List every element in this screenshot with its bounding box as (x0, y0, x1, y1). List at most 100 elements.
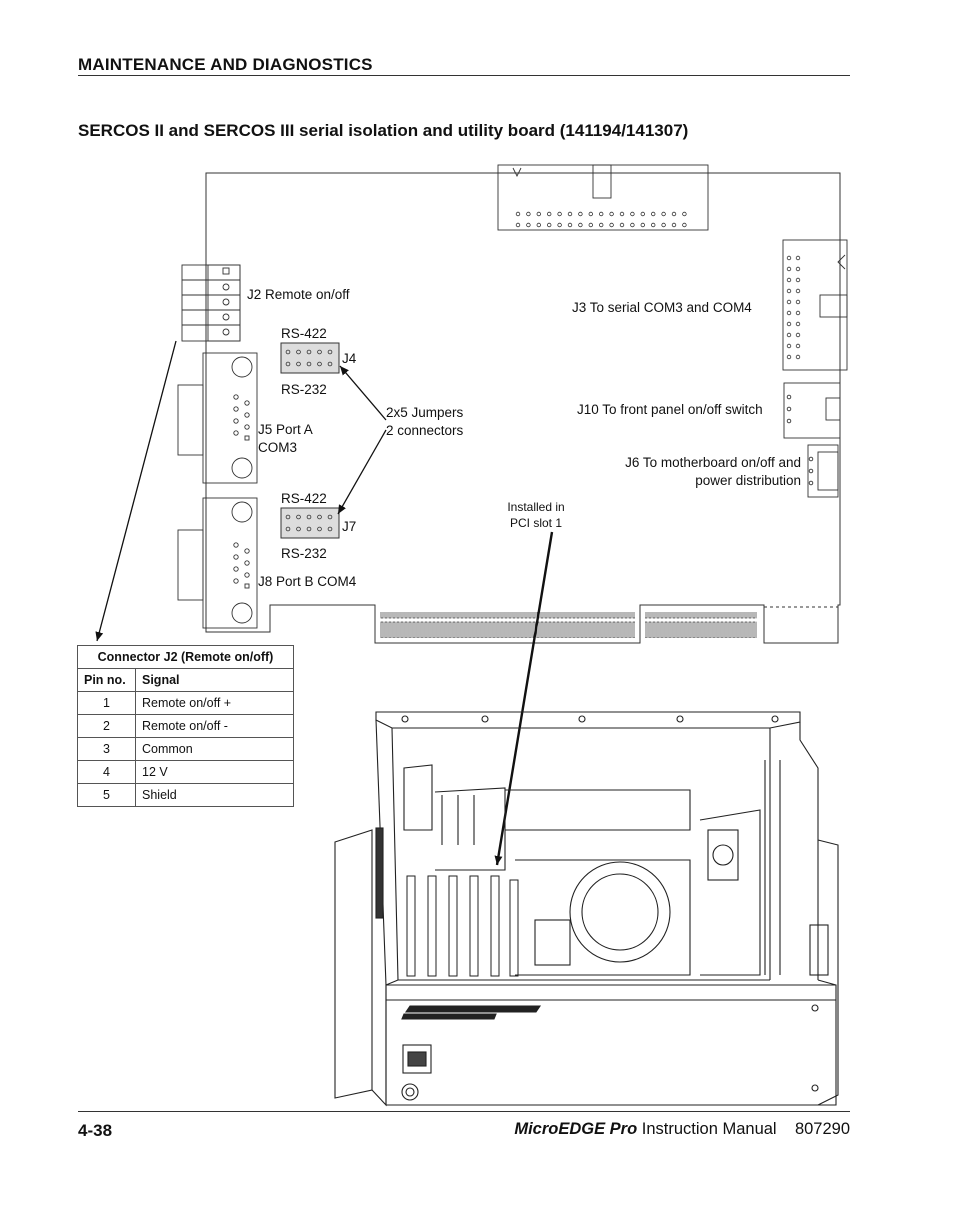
header-pin (795, 343, 801, 349)
header-pin (285, 361, 291, 367)
table-caption: Connector J2 (Remote on/off) (77, 645, 294, 669)
page-title: SERCOS II and SERCOS III serial isolatio… (78, 121, 689, 140)
j8-label: J8 Port B COM4 (258, 574, 357, 589)
signal-cell: Remote on/off - (135, 714, 294, 738)
header-pin (526, 211, 531, 217)
j3-label: J3 To serial COM3 and COM4 (572, 300, 752, 315)
header-pin (317, 349, 322, 355)
table-header-row: Pin no. Signal (77, 668, 294, 692)
footer-manual-info: MicroEDGE Pro Instruction Manual 807290 (514, 1120, 850, 1139)
header-pin (786, 277, 792, 283)
header-pin (786, 354, 792, 360)
header-pin (306, 514, 312, 520)
leader-arrows (95, 340, 554, 866)
header-pin (619, 222, 625, 228)
microedge-enclosure (334, 711, 839, 1107)
header-pin (515, 211, 521, 217)
header-pin (786, 288, 792, 294)
header-pin (640, 222, 645, 228)
j2-label: J2 Remote on/off (247, 287, 350, 302)
header-pin (795, 266, 801, 272)
header-pin (327, 349, 333, 355)
header-pin (630, 222, 635, 228)
j6-connector (807, 444, 839, 498)
header-pin (651, 222, 656, 228)
j3-header (497, 164, 709, 231)
header-pin (296, 349, 301, 355)
header-pin (682, 222, 687, 228)
header-pin (795, 255, 801, 261)
header-pin (317, 514, 322, 520)
header-signal: Signal (135, 668, 294, 692)
header-pin (285, 349, 291, 355)
header-pin (786, 299, 792, 305)
header-pin (285, 514, 291, 520)
header-pin (599, 222, 604, 228)
j10-connector (783, 382, 841, 439)
header-pin (619, 211, 625, 217)
header-pin (651, 211, 656, 217)
product-name: MicroEDGE Pro (514, 1120, 638, 1138)
header-pin (795, 288, 801, 294)
rs232-label-j4: RS-232 (281, 382, 327, 397)
pci-edge-fingers-2 (645, 612, 757, 638)
j2-terminal-block (181, 264, 241, 342)
header-pin (567, 211, 573, 217)
pin-cell: 4 (77, 760, 136, 784)
j7-jumper-block (280, 507, 340, 539)
header-pin (578, 222, 583, 228)
header-pin (795, 310, 801, 316)
pin-cell: 1 (77, 691, 136, 715)
installed-label: Installed in (507, 500, 565, 514)
header-pin (795, 277, 801, 283)
header-pin (296, 361, 301, 367)
pin-cell: 2 (77, 714, 136, 738)
section-heading: MAINTENANCE AND DIAGNOSTICS (78, 55, 373, 74)
j6-label-2: power distribution (695, 473, 801, 488)
pci-slot-label: PCI slot 1 (509, 516, 563, 530)
header-pin (296, 514, 301, 520)
header-pin (609, 222, 614, 228)
header-pin (795, 354, 801, 360)
header-pin (526, 222, 531, 228)
pin-cell: 5 (77, 783, 136, 807)
j3-side-header (782, 239, 848, 371)
header-pin (547, 211, 552, 217)
header-pin (317, 361, 322, 367)
header-pin (557, 222, 562, 228)
header-pin (786, 332, 792, 338)
header-pin (682, 211, 687, 217)
rs422-label-j4: RS-422 (281, 326, 327, 341)
signal-cell: Common (135, 737, 294, 761)
pci-edge-fingers (380, 612, 635, 638)
header-pin (588, 222, 593, 228)
j4-jumper-block (280, 342, 340, 374)
header-pin (661, 222, 666, 228)
connectors-label: 2 connectors (386, 423, 464, 438)
manual-name: Instruction Manual (637, 1120, 777, 1138)
header-pin (786, 321, 792, 327)
header-pin (306, 361, 312, 367)
jumpers-label: 2x5 Jumpers (386, 405, 464, 420)
part-number: 807290 (794, 1120, 850, 1138)
signal-cell: 12 V (135, 760, 294, 784)
header-pin (671, 211, 677, 217)
footer-rule (78, 1111, 850, 1112)
j6-label: J6 To motherboard on/off and (625, 455, 801, 470)
header-pin (630, 211, 635, 217)
header-pin (567, 222, 573, 228)
header-pin (786, 266, 792, 272)
header-pin (536, 211, 541, 217)
header-pin (306, 349, 312, 355)
header-rule (78, 75, 850, 76)
j10-label: J10 To front panel on/off switch (577, 402, 763, 417)
j4-label: J4 (342, 351, 357, 366)
header-pin (795, 332, 801, 338)
header-pin (557, 211, 562, 217)
signal-cell: Shield (135, 783, 294, 807)
